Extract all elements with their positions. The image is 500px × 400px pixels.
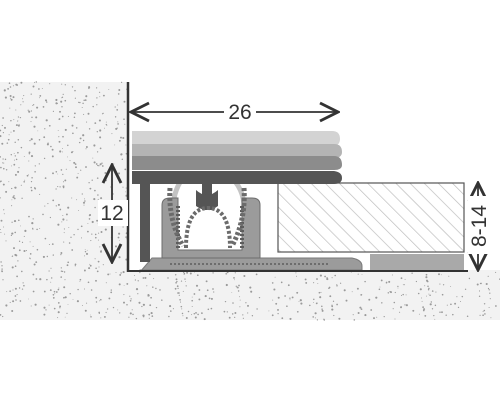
dimension-width: 26 (131, 100, 338, 124)
dimension-width-label: 26 (228, 101, 251, 124)
underlay-strip (370, 254, 464, 270)
profile-mid-position-light (132, 144, 342, 158)
serrated-inserts (167, 187, 247, 249)
floor-covering-hatched (277, 182, 465, 253)
dimension-height-label: 12 (100, 202, 123, 225)
profile-top-position (132, 131, 340, 146)
profile-active (132, 171, 342, 262)
dimension-range-label: 8-14 (468, 205, 491, 247)
dimension-range: 8-14 (468, 183, 491, 270)
profile-mid-position (132, 156, 342, 170)
dimension-height: 12 (98, 165, 128, 262)
